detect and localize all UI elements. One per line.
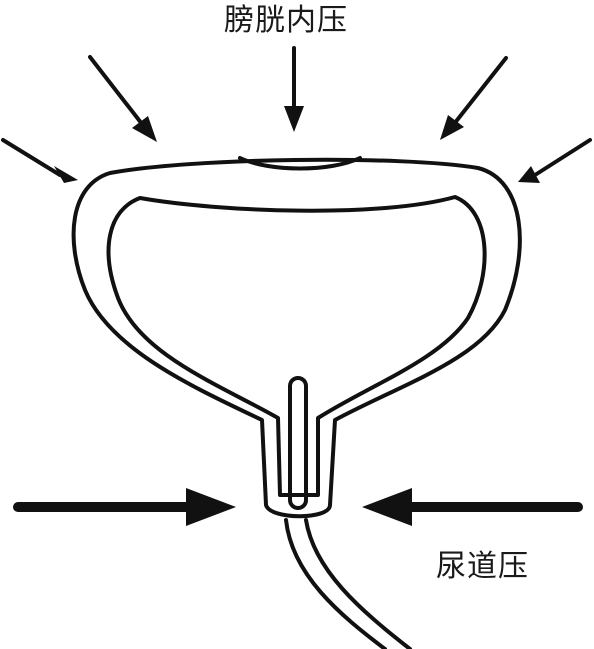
arrow-lower-right-shaft [533,138,592,177]
label-urethral-pressure: 尿道压 [436,549,529,584]
arrow-urethra-right-head [362,488,412,526]
arrow-lower-left-head [54,166,78,183]
bladder-dome-lens [238,156,362,171]
arrow-upper-left-head [132,116,157,142]
arrow-upper-right-head [440,115,464,140]
arrow-urethra-left-head [186,488,236,526]
catheter-tube-outer [284,518,387,649]
arrow-upper-left-shaft [88,55,144,126]
bladder-outer-wall [71,157,522,519]
label-bladder-pressure: 膀胱内压 [224,3,348,38]
bladder-inner-wall [106,195,487,497]
arrow-upper-right-shaft [452,56,508,126]
arrow-lower-left-shaft [1,138,62,177]
arrow-top-head [284,106,304,132]
catheter-tube-inner [304,518,412,649]
catheter-tip [288,376,308,510]
arrow-lower-right-head [518,166,540,183]
